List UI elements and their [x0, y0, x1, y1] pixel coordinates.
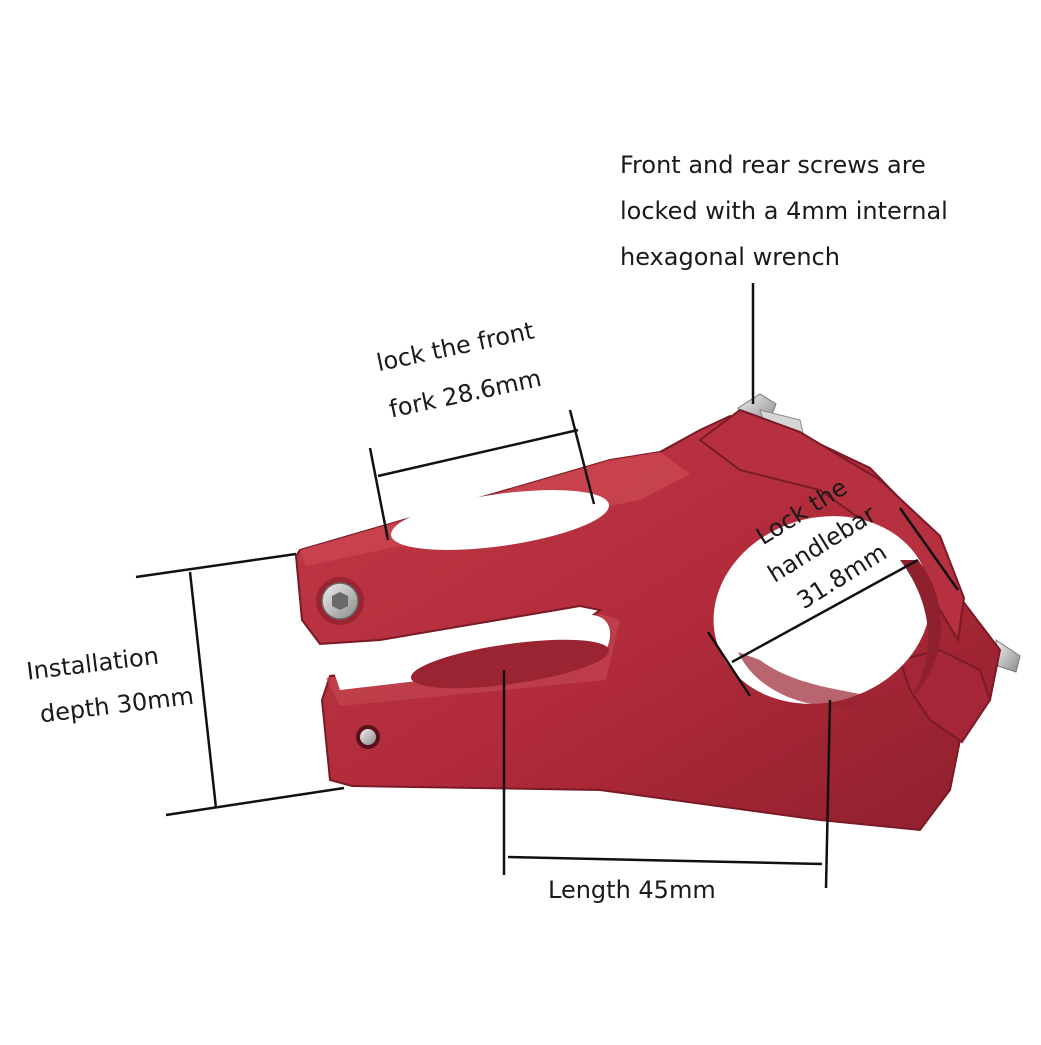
handlebar-dim-right [898, 507, 960, 591]
screw-note-line-1: Front and rear screws are [620, 151, 926, 179]
front-bolt [316, 577, 364, 625]
screw-note-line-2: locked with a 4mm internal [620, 197, 948, 225]
handlebar-cap [698, 408, 966, 643]
handlebar-dim-left [706, 631, 752, 697]
dimension-lines [135, 283, 960, 889]
depth-dim-span [188, 571, 218, 809]
fork-dim-left [368, 447, 390, 541]
length-dim-right [824, 699, 832, 889]
screw-note-label: Front and rear screws are locked with a … [620, 142, 948, 280]
lower-bolt [356, 725, 380, 749]
screw-note-line-3: hexagonal wrench [620, 243, 840, 271]
fork-dim-right [568, 409, 596, 505]
depth-dim-bottom [165, 786, 345, 817]
handlebar-dim-span [731, 558, 919, 664]
length-dim-span [507, 855, 823, 866]
depth-dim-top [135, 552, 297, 579]
lower-bore [410, 639, 610, 689]
handlebar-bore-rim [900, 560, 942, 700]
fork-dim-span [377, 428, 579, 478]
fork-bore [391, 490, 609, 550]
handlebar-bore-inner [738, 652, 880, 707]
handlebar-bore [713, 516, 931, 704]
length-label: Length 45mm [548, 876, 716, 904]
